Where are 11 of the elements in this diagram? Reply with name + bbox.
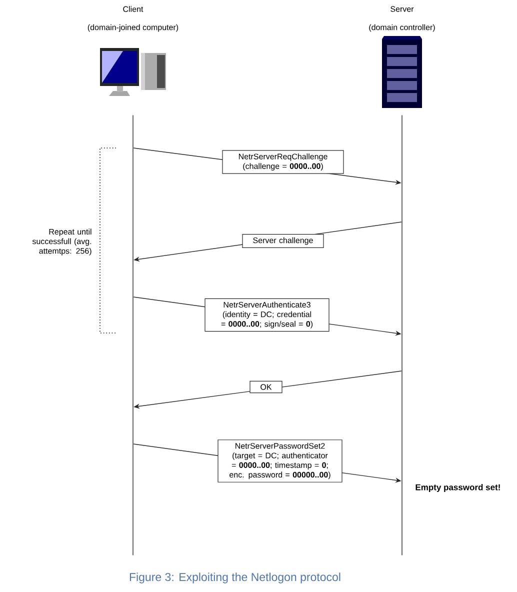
message-box: Server challenge <box>242 234 324 248</box>
message-box: NetrServerAuthenticate3 (identity = DC; credential = 0000..00; sign/seal = 0) <box>204 298 330 332</box>
message-box: OK <box>250 380 282 394</box>
message-box: NetrServerPasswordSet2 (target = DC; authenticator = 0000..00; timestamp = 0; enc. password = 00000..00) <box>218 440 342 482</box>
lifeline <box>132 115 134 556</box>
message-box: NetrServerReqChallenge (challenge = 0000..00) <box>222 150 344 174</box>
caption: Figure 3: Exploiting the Netlogon protocol <box>130 572 340 584</box>
heading: Server (domain controller) <box>369 6 435 32</box>
heading: Client (domain-joined computer) <box>88 6 178 32</box>
note: Empty password set! <box>416 484 500 492</box>
note: Repeat until successfull (avg. attemtps: 256) <box>32 228 92 256</box>
